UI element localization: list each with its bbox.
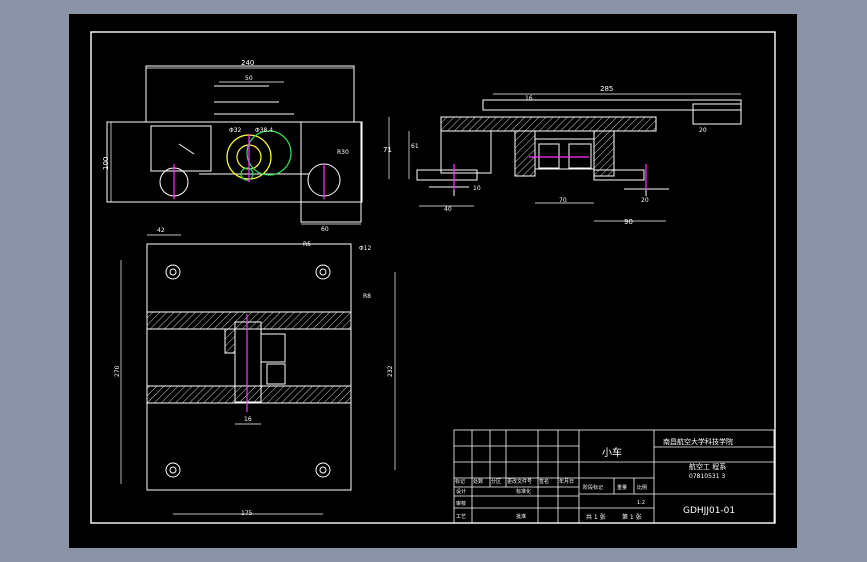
side-view-dims bbox=[388, 93, 741, 222]
dim-side-20a: 20 bbox=[699, 127, 707, 134]
dim-plan-hole: Φ12 bbox=[359, 245, 372, 252]
title-block-grid bbox=[453, 429, 775, 524]
dim-dia-b: Φ38.4 bbox=[255, 127, 273, 134]
tb-stage-label: 阶段标记 bbox=[583, 484, 603, 491]
side-view bbox=[416, 99, 742, 196]
dim-plan-42: 42 bbox=[157, 227, 165, 234]
dim-dia-a: Φ32 bbox=[229, 127, 242, 134]
drawing-sheet: 240 50 100 60 R30 Φ32 Φ38.4 bbox=[69, 14, 797, 548]
tb-scale-label: 比例 bbox=[637, 484, 647, 491]
tb-school: 南昌航空大学科技学院 bbox=[663, 437, 733, 446]
tb-class: 航空工 程系 bbox=[689, 462, 726, 471]
drawing-frame bbox=[90, 31, 776, 524]
side-view-accents bbox=[453, 156, 647, 190]
tb-weight-label: 重量 bbox=[617, 484, 627, 491]
dim-side-foot: 40 bbox=[444, 206, 452, 213]
dim-side-20b: 20 bbox=[641, 197, 649, 204]
dim-side-h1: 71 bbox=[383, 146, 392, 154]
dim-plan-r5: R5 bbox=[303, 241, 311, 248]
tb-row-review: 审核 bbox=[456, 500, 466, 507]
tb-student-no: 07810531 3 bbox=[689, 473, 725, 480]
front-view-accents bbox=[173, 130, 325, 199]
dim-side-h2: 61 bbox=[411, 143, 419, 150]
dim-side-90: 90 bbox=[624, 218, 633, 226]
dim-top-slot: 50 bbox=[245, 75, 253, 82]
tb-row-std: 标准化 bbox=[516, 488, 531, 495]
dim-plan-270: 270 bbox=[114, 365, 121, 377]
drawing-canvas: 240 50 100 60 R30 Φ32 Φ38.4 bbox=[90, 31, 776, 524]
dim-side-height: 100 bbox=[102, 157, 110, 170]
tb-sheets-total: 共 1 张 bbox=[586, 513, 606, 521]
dim-side-16: 16 bbox=[525, 95, 533, 102]
tb-row-craft: 工艺 bbox=[456, 514, 466, 520]
front-view-dims bbox=[110, 67, 361, 225]
tb-drawing-title: 小车 bbox=[602, 446, 622, 459]
plan-view bbox=[146, 243, 352, 491]
tb-sheet-no: 第 1 张 bbox=[622, 513, 642, 521]
dim-plan-232: 232 bbox=[387, 365, 394, 377]
dim-side-total: 285 bbox=[600, 85, 613, 93]
dim-top-width: 240 bbox=[241, 59, 254, 67]
front-view bbox=[106, 65, 363, 223]
tb-header-mark: 标记 bbox=[455, 478, 465, 485]
tb-row-approve: 批准 bbox=[516, 513, 526, 520]
dim-bottom-offset: 60 bbox=[321, 226, 329, 233]
tb-header-sign: 签名 bbox=[539, 478, 549, 485]
dim-plan-16: 16 bbox=[244, 416, 252, 423]
tb-scale-value: 1:2 bbox=[637, 500, 645, 506]
plan-view-dims bbox=[120, 234, 396, 515]
tb-header-zone: 分区 bbox=[491, 478, 501, 485]
tb-header-doc: 更改文件号 bbox=[507, 478, 532, 485]
tb-row-design: 设计 bbox=[456, 488, 466, 495]
dim-plan-175: 175 bbox=[241, 510, 253, 517]
dim-plan-r8: R8 bbox=[363, 293, 371, 300]
tb-header-count: 处数 bbox=[473, 478, 483, 485]
dim-side-10: 10 bbox=[473, 185, 481, 192]
dim-side-70: 70 bbox=[559, 197, 567, 204]
tb-header-date: 年月日 bbox=[559, 478, 574, 485]
dim-radius: R30 bbox=[337, 149, 349, 156]
tb-drawing-no: GDHJJ01-01 bbox=[683, 506, 735, 516]
